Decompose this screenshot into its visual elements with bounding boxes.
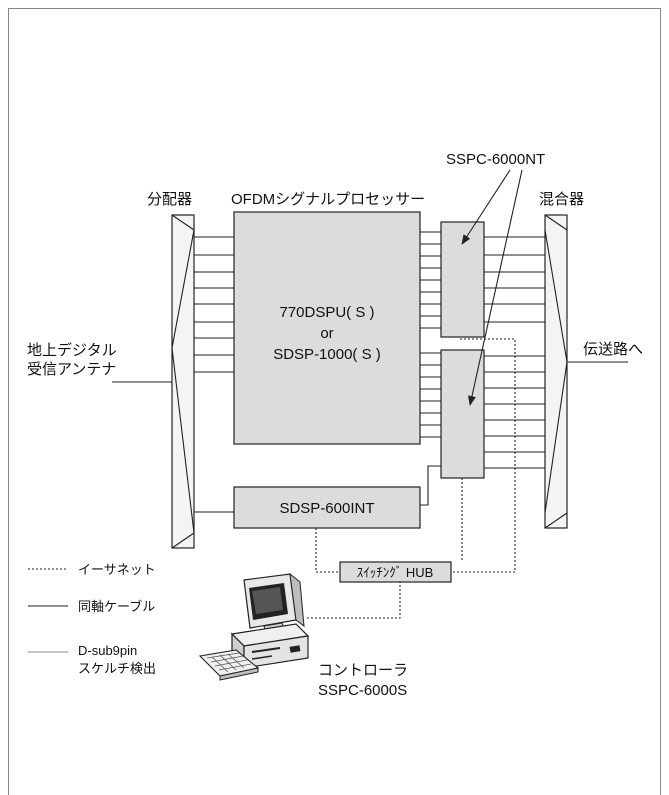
transmission-label: 伝送路へ: [583, 341, 643, 358]
dsp-label-line3: SDSP-1000( S ): [273, 346, 381, 363]
controller-label-line1: コントローラ: [318, 662, 408, 679]
computer-icon: [198, 572, 310, 681]
legend-coax-label: 同軸ケーブル: [78, 599, 155, 614]
ethernet-lines: [306, 338, 516, 619]
mixer-label: 混合器: [539, 191, 584, 208]
splitter-label: 分配器: [147, 191, 192, 208]
splitter: [171, 214, 195, 549]
sspc-nt-box-upper: [440, 221, 485, 338]
dsub-line: [420, 465, 441, 506]
ofdm-processor-box: [233, 211, 421, 445]
processor-label: OFDMシグナルプロセッサー: [231, 191, 425, 208]
antenna-label-line1: 地上デジタル: [27, 341, 117, 359]
sspc-nt-label: SSPC-6000NT: [446, 151, 545, 168]
processor-sspc-upper-lines: [420, 231, 441, 329]
processor-sspc-lower-lines: [420, 352, 441, 438]
legend-ethernet-label: イーサネット: [78, 562, 156, 577]
arrow-nt-upper: [461, 169, 511, 245]
arrow-nt-lower: [468, 169, 523, 406]
mixer: [544, 214, 568, 529]
legend-dsub-label-line1: D-sub9pin: [78, 643, 137, 658]
switch-hub-label: ｽｲｯﾁﾝｸﾞ HUB: [357, 565, 434, 580]
dsp-label-line1: 770DSPU( S ): [279, 304, 374, 321]
dsp-label-line2: or: [320, 325, 333, 342]
legend-dsub-label-line2: スケルチ検出: [78, 661, 156, 676]
sspc-nt-box-lower: [440, 349, 485, 479]
page-border: [8, 8, 661, 795]
sdsp600-label: SDSP-600INT: [279, 500, 374, 517]
sdsp600-box: [233, 486, 421, 529]
controller-label-line2: SSPC-6000S: [318, 682, 407, 699]
switch-hub-box: [339, 561, 452, 583]
antenna-label-line2: 受信アンテナ: [27, 361, 116, 378]
splitter-processor-lines: [194, 236, 234, 513]
